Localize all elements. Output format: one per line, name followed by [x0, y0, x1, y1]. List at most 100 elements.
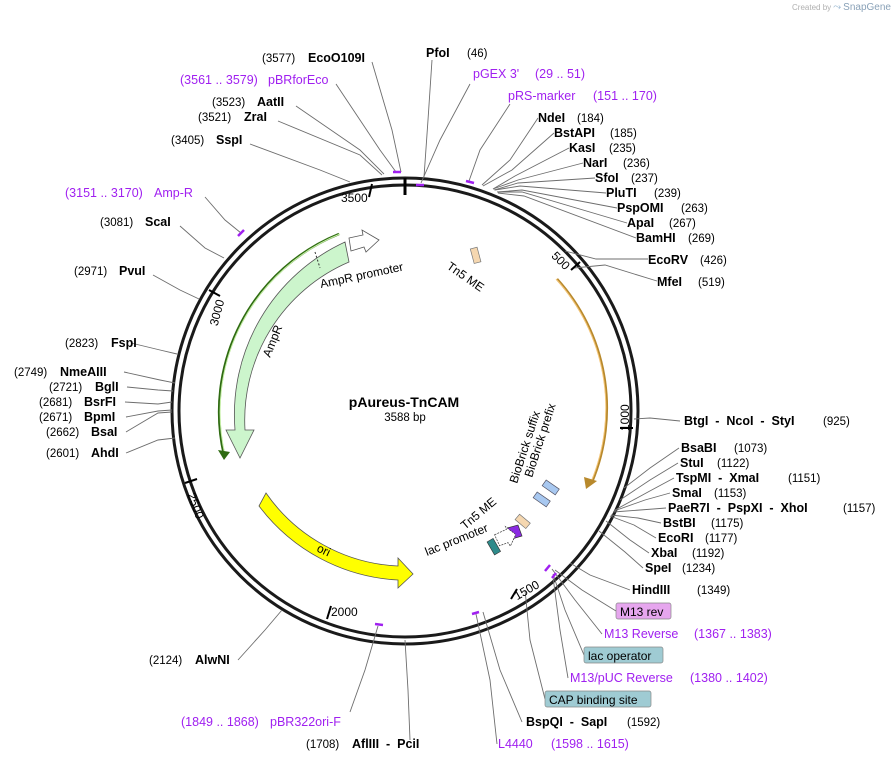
enzyme-name-KasI[interactable]: KasI	[569, 141, 595, 155]
leader-line-M13rev	[554, 569, 617, 612]
leader-line-TspMI	[614, 477, 675, 511]
enzyme-name-ZraI[interactable]: ZraI	[244, 110, 267, 124]
tick-mark-1500	[510, 588, 518, 600]
enzyme-pos-EcoRI: (1177)	[705, 533, 738, 545]
enzyme-pos-BglI: (2721)	[49, 382, 82, 394]
ampR-strand-highlight	[219, 233, 341, 456]
enzyme-name-BsaBI[interactable]: BsaBI	[681, 441, 716, 455]
enzyme-name-SmaI[interactable]: SmaI	[672, 486, 702, 500]
tick-label-2000: 2000	[331, 605, 358, 619]
ampR-promoter-feature[interactable]	[348, 229, 380, 253]
ampR-promoter-boundary	[314, 251, 321, 269]
enzyme-name-PfoI[interactable]: PfoI	[426, 46, 450, 60]
enzyme-name-SspI[interactable]: SspI	[216, 133, 242, 147]
primer-name-pBR322ori-F[interactable]: pBR322ori-F	[270, 715, 341, 729]
enzyme-name-BspQI-SapI[interactable]: BspQI - SapI	[526, 715, 607, 729]
enzyme-name-NdeI[interactable]: NdeI	[538, 111, 565, 125]
enzyme-name-HindIII[interactable]: HindIII	[632, 583, 670, 597]
enzyme-name-FspI[interactable]: FspI	[111, 336, 137, 350]
primer-range-L4440: (1598 .. 1615)	[551, 737, 629, 751]
primer-name-L4440[interactable]: L4440	[498, 737, 533, 751]
leader-line-ScaI	[179, 225, 225, 259]
enzyme-name-PvuI[interactable]: PvuI	[119, 264, 145, 278]
enzyme-pos-SfoI: (237)	[631, 173, 658, 185]
enzyme-name-BstBI[interactable]: BstBI	[663, 516, 696, 530]
enzyme-pos-PaeR7I-PspXI-XhoI: (1157)	[843, 503, 876, 515]
enzyme-name-BamHI[interactable]: BamHI	[636, 231, 676, 245]
enzyme-pos-BamHI: (269)	[688, 233, 715, 245]
leader-line-MfeI	[573, 264, 658, 282]
enzyme-pos-SspI: (3405)	[171, 135, 204, 147]
enzyme-name-PspOMI[interactable]: PspOMI	[617, 201, 664, 215]
leader-line-ApaI	[498, 191, 628, 224]
label-lac-promoter: lac promoter	[423, 521, 490, 559]
leader-line-M13pUC	[552, 576, 569, 679]
enzyme-pos-BsaBI: (1073)	[734, 443, 767, 455]
leader-line-BsrFI	[124, 401, 173, 405]
m13-rev-label: M13 rev	[620, 605, 663, 619]
enzyme-pos-XbaI: (1192)	[692, 548, 725, 560]
leader-line-BsaBI	[623, 447, 680, 489]
enzyme-pos-BsaI: (2662)	[46, 427, 79, 439]
ampR-feature[interactable]	[225, 241, 350, 459]
enzyme-name-TspMI-XmaI[interactable]: TspMI - XmaI	[676, 471, 759, 485]
primer-name-M13-Reverse[interactable]: M13 Reverse	[604, 627, 678, 641]
enzyme-name-PaeR7I-PspXI-XhoI[interactable]: PaeR7I - PspXI - XhoI	[668, 501, 808, 515]
primer-range-pBRforEco: (3561 .. 3579)	[180, 73, 258, 87]
biobrick-suffix-feature[interactable]	[541, 479, 560, 496]
enzyme-name-ScaI[interactable]: ScaI	[145, 215, 171, 229]
enzyme-name-SfoI[interactable]: SfoI	[595, 171, 619, 185]
enzyme-name-AflIII-PciI[interactable]: AflIII - PciI	[352, 737, 419, 751]
leader-line-BstBI	[610, 514, 662, 524]
leader-line-EcoRI	[609, 515, 657, 539]
primer-name-pBRforEco[interactable]: pBRforEco	[268, 73, 328, 87]
primer-name-Amp-R[interactable]: Amp-R	[154, 186, 193, 200]
enzyme-name-NarI[interactable]: NarI	[583, 156, 607, 170]
primer-name-pRS-marker[interactable]: pRS-marker	[508, 89, 575, 103]
enzyme-name-EcoRV[interactable]: EcoRV	[648, 253, 689, 267]
enzyme-name-XbaI[interactable]: XbaI	[651, 546, 677, 560]
enzyme-name-ApaI[interactable]: ApaI	[627, 216, 654, 230]
tn5-me-feature-bottom[interactable]	[514, 513, 531, 530]
enzyme-name-BsrFI[interactable]: BsrFI	[84, 395, 116, 409]
leader-line-XbaI	[605, 520, 650, 554]
enzyme-name-PluTI[interactable]: PluTI	[606, 186, 637, 200]
primer-name-M13-pUC-Reverse[interactable]: M13/pUC Reverse	[570, 671, 673, 685]
enzyme-name-EcoO109I[interactable]: EcoO109I	[308, 51, 365, 65]
m13-rev-box[interactable]	[615, 602, 672, 620]
enzyme-name-AlwNI[interactable]: AlwNI	[195, 653, 230, 667]
leader-line-AatII	[295, 105, 385, 175]
enzyme-name-BsaI[interactable]: BsaI	[91, 425, 117, 439]
enzyme-pos-SmaI: (1153)	[714, 488, 747, 500]
enzyme-pos-NarI: (236)	[623, 158, 650, 170]
enzyme-name-BpmI[interactable]: BpmI	[84, 410, 115, 424]
enzyme-name-MfeI[interactable]: MfeI	[657, 275, 682, 289]
tn5-me-feature-top[interactable]	[469, 246, 482, 264]
primer-mark-M13-pUC-Reverse	[551, 572, 557, 579]
enzyme-labels: (3577) EcoO109I PfoI (46) (3523) AatII (…	[14, 46, 876, 751]
enzyme-name-EcoRI[interactable]: EcoRI	[658, 531, 693, 545]
cap-binding-site-feature[interactable]	[486, 538, 502, 556]
ori-feature[interactable]	[258, 492, 414, 589]
cap-binding-site-box[interactable]	[544, 690, 652, 708]
enzyme-name-AatII[interactable]: AatII	[257, 95, 284, 109]
leader-line-NarI	[492, 162, 584, 190]
orange-cds-strand[interactable]	[556, 278, 609, 483]
enzyme-pos-AhdI: (2601)	[46, 448, 79, 460]
enzyme-name-BglI[interactable]: BglI	[95, 380, 119, 394]
enzyme-name-BtgI-NcoI-StyI[interactable]: BtgI - NcoI - StyI	[684, 414, 794, 428]
tick-label-1500: 1500	[512, 577, 542, 603]
enzyme-name-SpeI[interactable]: SpeI	[645, 561, 671, 575]
leader-line-SspI	[249, 143, 351, 183]
primer-range-M13-Reverse: (1367 .. 1383)	[694, 627, 772, 641]
lac-promoter-feature[interactable]	[493, 524, 519, 550]
primer-name-pGEX3[interactable]: pGEX 3'	[473, 67, 519, 81]
enzyme-name-NmeAIII[interactable]: NmeAIII	[60, 365, 107, 379]
enzyme-name-StuI[interactable]: StuI	[680, 456, 704, 470]
enzyme-name-AhdI[interactable]: AhdI	[91, 446, 119, 460]
lac-operator-box[interactable]	[583, 646, 664, 664]
brand-created-by: Created by	[792, 3, 832, 12]
biobrick-prefix-feature[interactable]	[532, 491, 551, 508]
leader-line-NdeI	[481, 117, 539, 186]
enzyme-name-BstAPI[interactable]: BstAPI	[554, 126, 595, 140]
